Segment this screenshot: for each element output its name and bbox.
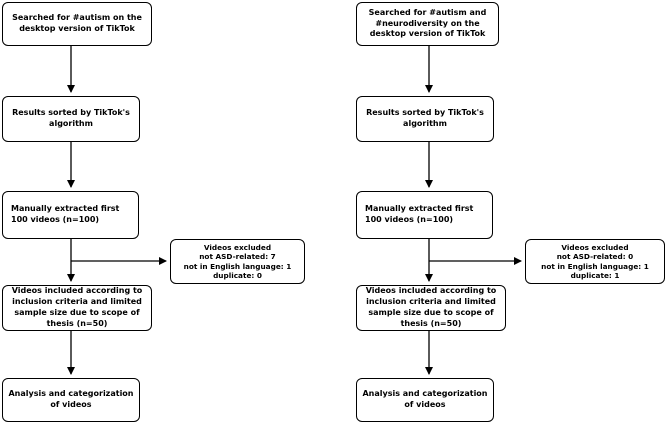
- right-step-search: Searched for #autism and #neurodiversity…: [356, 2, 499, 46]
- left-step-sorted-text: Results sorted by TikTok's algorithm: [12, 108, 130, 128]
- left-excluded-reason: not in English language: 1: [183, 261, 292, 271]
- left-excluded-title: Videos excluded: [203, 242, 272, 252]
- left-step-sorted: Results sorted by TikTok's algorithm: [2, 96, 140, 142]
- right-step-analysis-text: Analysis and categorization of videos: [362, 389, 488, 409]
- left-step-extracted: Manually extracted first 100 videos (n=1…: [2, 191, 139, 239]
- left-excluded-reason: not ASD-related: 7: [199, 252, 276, 262]
- left-excluded-box: Videos excluded not ASD-related: 7 not i…: [170, 239, 305, 284]
- right-step-search-text: Searched for #autism and #neurodiversity…: [368, 7, 487, 39]
- right-step-included-text: Videos included according to inclusion c…: [365, 286, 497, 328]
- right-step-sorted-text: Results sorted by TikTok's algorithm: [366, 108, 484, 128]
- left-step-included-text: Videos included according to inclusion c…: [11, 286, 143, 328]
- right-step-extracted: Manually extracted first 100 videos (n=1…: [356, 191, 493, 239]
- right-step-included: Videos included according to inclusion c…: [356, 285, 506, 331]
- left-step-extracted-text: Manually extracted first 100 videos (n=1…: [11, 204, 120, 224]
- left-step-analysis-text: Analysis and categorization of videos: [8, 389, 134, 409]
- right-step-sorted: Results sorted by TikTok's algorithm: [356, 96, 494, 142]
- right-excluded-reason: not ASD-related: 0: [556, 252, 634, 262]
- right-step-extracted-text: Manually extracted first 100 videos (n=1…: [365, 204, 474, 224]
- left-excluded-reason: duplicate: 0: [213, 270, 262, 280]
- right-excluded-reason: not in English language: 1: [541, 261, 649, 271]
- right-step-analysis: Analysis and categorization of videos: [356, 378, 494, 422]
- left-step-analysis: Analysis and categorization of videos: [2, 378, 140, 422]
- left-step-search-text: Searched for #autism on the desktop vers…: [12, 13, 142, 33]
- right-excluded-title: Videos excluded: [561, 242, 629, 252]
- right-excluded-reason: duplicate: 1: [570, 270, 620, 280]
- left-step-included: Videos included according to inclusion c…: [2, 285, 152, 331]
- right-excluded-box: Videos excluded not ASD-related: 0 not i…: [525, 239, 665, 284]
- left-step-search: Searched for #autism on the desktop vers…: [2, 2, 152, 46]
